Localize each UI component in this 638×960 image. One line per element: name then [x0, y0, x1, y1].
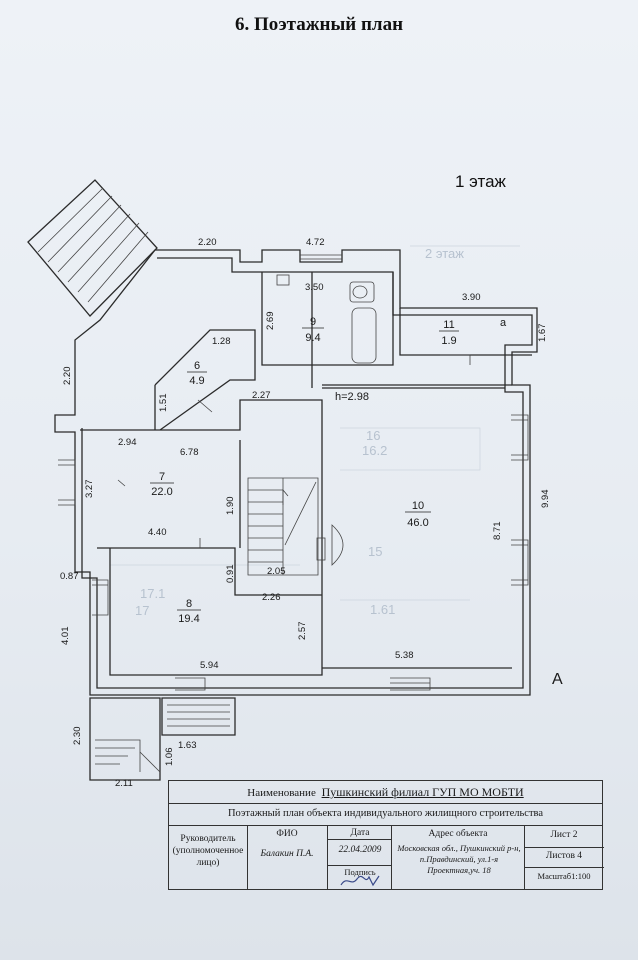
- ghost-label: 1.61: [370, 602, 395, 617]
- room-area: 1.9: [441, 335, 456, 347]
- fio-value: Балакин П.А.: [260, 849, 314, 859]
- dimension: 1.63: [178, 740, 197, 751]
- dimension: 2.30: [72, 727, 83, 746]
- ceiling-height: h=2.98: [335, 391, 369, 403]
- dimension: 3.27: [84, 480, 95, 499]
- floor-label: 1 этаж: [455, 172, 506, 191]
- bathtub-fixture: [351, 307, 377, 364]
- dimension: 2.05: [267, 566, 286, 577]
- room-6-label: 6 4.9: [187, 360, 207, 387]
- signature-label: Подпись: [344, 867, 376, 877]
- walls: [27, 179, 538, 781]
- dimension: 1.51: [158, 394, 169, 413]
- address-value: Московская обл., Пушкинский р-н, п.Правд…: [397, 843, 521, 875]
- dimension: 4.01: [60, 627, 71, 646]
- divider: [327, 865, 391, 866]
- ghost-label: 17: [135, 603, 149, 618]
- section-title: 6. Поэтажный план: [234, 14, 404, 35]
- room-7-label: 7 22.0: [150, 471, 174, 498]
- sheets-total: Листов 4: [545, 851, 583, 861]
- plan-title: Поэтажный план объекта индивидуального ж…: [169, 803, 602, 826]
- dimension: 0.91: [225, 565, 236, 584]
- room-number: 10: [412, 500, 424, 512]
- dimension: 4.40: [148, 527, 167, 538]
- head-label: Руководитель (уполномоченное лицо): [172, 834, 244, 868]
- name-label: Наименование: [247, 787, 316, 799]
- dimension: 9.94: [540, 490, 551, 509]
- dimension: 6.78: [180, 447, 199, 458]
- room-area: 4.9: [189, 375, 204, 387]
- divider: [247, 825, 248, 889]
- ghost-label: 15: [368, 544, 382, 559]
- dimension: 3.50: [305, 282, 324, 293]
- divider: [327, 825, 328, 889]
- date-label: Дата: [350, 828, 370, 838]
- dimension: 5.94: [200, 660, 219, 671]
- room-number: 9: [310, 316, 316, 328]
- room-9-label: 9 9.4: [302, 316, 324, 344]
- room-area: 19.4: [178, 613, 199, 625]
- room-number: 8: [186, 598, 192, 610]
- room-area: 9.4: [305, 332, 320, 344]
- room-8-label: 8 19.4: [177, 598, 201, 625]
- divider: [524, 847, 604, 848]
- dimension: 1.90: [225, 497, 236, 516]
- room-11-label: 11 1.9: [439, 319, 459, 347]
- divider: [524, 825, 525, 889]
- ghost-layer: 2 этаж 16 16.2 15 17.1 17 1.61: [110, 245, 520, 618]
- dimension: 8.71: [492, 522, 503, 541]
- column-fixture: [316, 537, 326, 561]
- dimension: 2.57: [297, 622, 308, 641]
- dimension: 2.69: [265, 312, 276, 331]
- dimension: 3.90: [462, 292, 481, 303]
- stove-fixture: [331, 524, 344, 566]
- dimension: 2.94: [118, 437, 137, 448]
- dimension: 1.28: [212, 336, 231, 347]
- dimension: 1.67: [537, 324, 548, 343]
- divider: [524, 867, 604, 868]
- address-label: Адрес объекта: [428, 829, 488, 839]
- dimension: 5.38: [395, 650, 414, 661]
- ghost-label: 16.2: [362, 443, 387, 458]
- room-10-label: 10 46.0: [405, 500, 431, 529]
- dimension: 0.87: [60, 571, 79, 582]
- dimension: 2.20: [62, 367, 73, 386]
- title-block: Наименование Пушкинский филиал ГУП МО МО…: [168, 780, 604, 890]
- ghost-label: 2 этаж: [425, 246, 464, 261]
- room-area: 46.0: [407, 517, 428, 529]
- dimension: 2.27: [252, 390, 271, 401]
- fio-label: ФИО: [276, 829, 298, 839]
- section-mark: А: [552, 671, 563, 688]
- toilet-fixture: [349, 281, 375, 303]
- title-block-name-row: Наименование Пушкинский филиал ГУП МО МО…: [169, 781, 602, 804]
- sink-fixture: [276, 274, 290, 286]
- room-number: 6: [194, 360, 200, 372]
- dimension: 2.26: [262, 592, 281, 603]
- dimension: 4.72: [306, 237, 325, 248]
- date-value: 22.04.2009: [338, 845, 382, 855]
- divider: [327, 839, 391, 840]
- signature: [340, 875, 380, 887]
- room-labels: 6 4.9 7 22.0 8 19.4 9 9.4 10: [150, 316, 563, 688]
- room-area: 22.0: [151, 486, 172, 498]
- dimension: 2.20: [198, 237, 217, 248]
- sheet-number: Лист 2: [550, 830, 578, 840]
- dimension: 2.11: [115, 778, 133, 789]
- divider: [391, 825, 392, 889]
- organization: Пушкинский филиал ГУП МО МОБТИ: [321, 785, 524, 799]
- room-number: 11: [443, 319, 454, 331]
- ghost-label: 16: [366, 428, 380, 443]
- ghost-lines: [110, 245, 520, 601]
- dimension-labels: 2.20 4.72 3.50 2.69 3.90 1.67 2.20 1.28 …: [60, 237, 551, 789]
- scale: Масштаб1:100: [537, 871, 591, 881]
- room-number: 7: [159, 471, 165, 483]
- ghost-label: 17.1: [140, 586, 165, 601]
- room-11-mark: а: [500, 317, 507, 329]
- dimension: 1.06: [164, 748, 175, 767]
